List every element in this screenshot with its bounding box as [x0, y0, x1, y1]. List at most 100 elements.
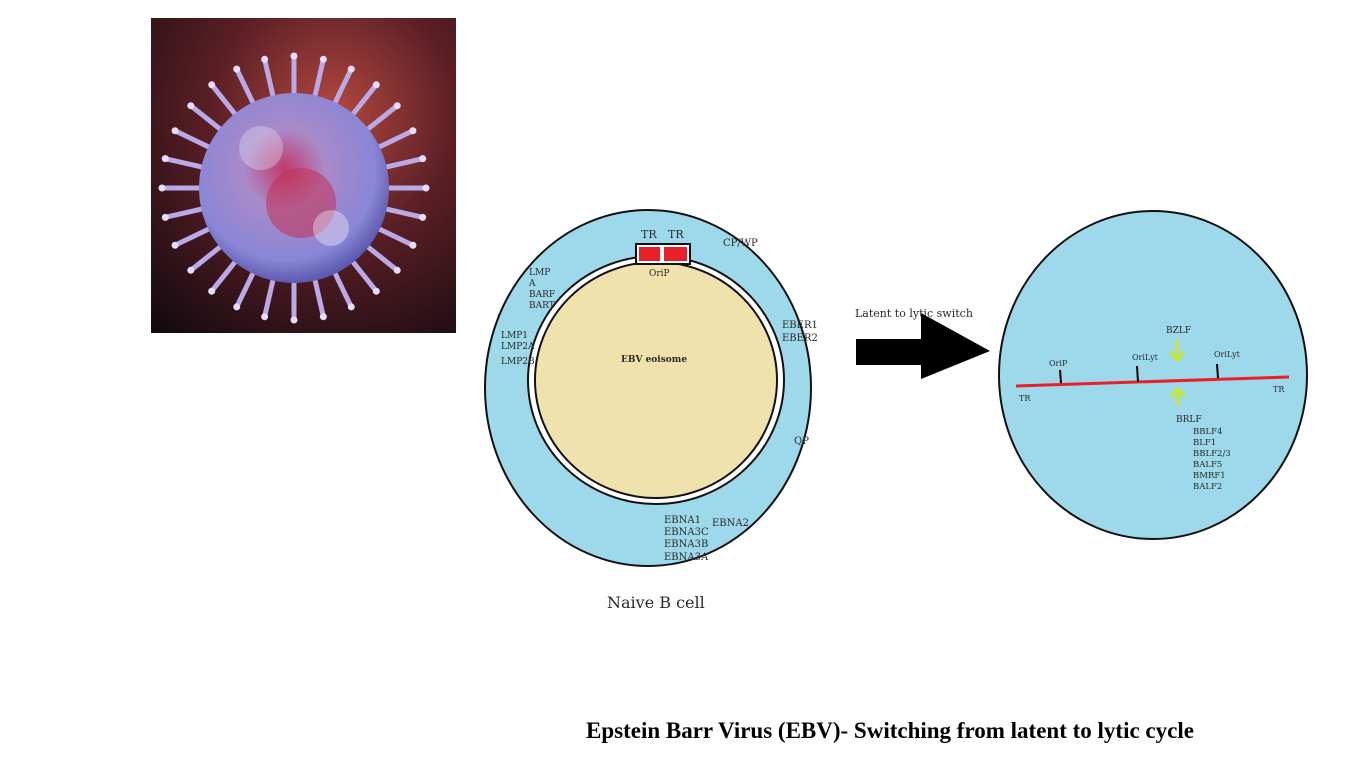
virus-spike-tip [419, 213, 427, 221]
ebna-line: EBNA3B [664, 539, 708, 550]
virus-spike-tip [187, 102, 195, 110]
virus-spike-tip [347, 65, 355, 73]
virus-spike [346, 254, 379, 294]
switch-arrow-icon [856, 313, 990, 379]
lmp-a-line: LMP [529, 268, 550, 278]
latent-episome [534, 261, 778, 499]
virus-spike-tip [187, 266, 195, 274]
tr-box-left [639, 247, 660, 261]
qp-label: QP [794, 436, 809, 447]
lytic-cell: OriP OriLyt OriLyt BZLF BRLF TR TR BBLF4… [998, 210, 1308, 540]
lmp-a-line: A [528, 279, 536, 289]
virus-spike [370, 223, 416, 248]
virus-spike [188, 240, 228, 273]
virus-spike-tip [319, 55, 327, 63]
virus-spike [311, 56, 326, 105]
virus-spike-tip [261, 55, 269, 63]
figure-caption: Epstein Barr Virus (EBV)- Switching from… [586, 718, 1194, 743]
virus-spike [234, 264, 259, 310]
virus-spike [162, 156, 211, 171]
virus-spike-tip [161, 155, 169, 163]
lmp-a-line: BARF [529, 290, 555, 300]
lytic-gene: BALF5 [1193, 460, 1222, 470]
virus-spike-tip [290, 316, 298, 324]
virus-spike-tip [409, 241, 417, 249]
orilyt-label-1: OriLyt [1132, 353, 1159, 362]
tr-left-label: TR [641, 228, 657, 241]
brlf-up-arrow-icon [1169, 386, 1187, 406]
latent-cell: TR TR OriP CP/WP EBV eoisome LMP A BARF … [484, 209, 818, 612]
bzlf-down-arrow-icon [1168, 340, 1186, 363]
linear-genome-line [1015, 375, 1290, 388]
lmp-line: LMP2A [501, 342, 535, 352]
virus-photo [151, 18, 456, 333]
lmp-a-group: LMP A BARF BART [528, 268, 555, 311]
virus-spike [311, 271, 326, 320]
virus-spike-tip [261, 313, 269, 321]
tr-box-right [664, 247, 687, 261]
eber-group: EBER1 EBER2 [782, 320, 818, 344]
virus-spike-tip [319, 313, 327, 321]
lytic-cell-body [998, 210, 1308, 540]
virus-spike [209, 254, 242, 294]
lmp-group: LMP1 LMP2A LMP2B [501, 331, 535, 367]
virus-spike [377, 156, 426, 171]
virus-spike-tip [208, 81, 216, 89]
virus-spike-tip [208, 287, 216, 295]
virus-spike-tip [372, 81, 380, 89]
episome-label: EBV eoisome [621, 355, 687, 365]
switch-arrow-group: Latent to lytic switch [855, 307, 990, 379]
virus-spike-tip [409, 127, 417, 135]
virus-spike-tip [419, 155, 427, 163]
ebna-line: EBNA3C [664, 527, 709, 538]
virus-spike-tip [372, 287, 380, 295]
virus-spike-tip [290, 52, 298, 60]
virus-spike-tip [233, 303, 241, 311]
orip-label: OriP [649, 269, 670, 279]
lytic-tr-right: TR [1273, 385, 1285, 394]
lytic-gene: BMRF1 [1193, 471, 1226, 481]
switch-label: Latent to lytic switch [855, 307, 973, 320]
virus-spike [377, 205, 426, 220]
virus-spike-tip [158, 184, 166, 192]
virus-spike [329, 264, 354, 310]
lytic-gene-list: BBLF4 BLF1 BBLF2/3 BALF5 BMRF1 BALF2 [1193, 427, 1231, 492]
orilyt-tick-2 [1216, 363, 1219, 379]
eber-line: EBER2 [782, 333, 818, 344]
virus-spike [234, 66, 259, 112]
orip-tick [1059, 369, 1062, 384]
lytic-gene: BALF2 [1193, 482, 1222, 492]
tr-right-label: TR [668, 228, 684, 241]
lytic-gene: BBLF2/3 [1193, 449, 1231, 459]
eber-line: EBER1 [782, 320, 818, 331]
bzlf-label: BZLF [1166, 326, 1191, 336]
ebna2-label: EBNA2 [712, 518, 749, 529]
virus-spike [329, 66, 354, 112]
lmp-line: LMP1 [501, 331, 528, 341]
virus-spike [360, 103, 400, 136]
virus-spike-tip [161, 213, 169, 221]
virus-spike [188, 103, 228, 136]
virus-spike-tip [233, 65, 241, 73]
virus-spike-tip [171, 241, 179, 249]
virus-spike-tip [393, 266, 401, 274]
virus-spike [162, 205, 211, 220]
virus-spike [370, 128, 416, 153]
virus-spike-tip [171, 127, 179, 135]
virus-spike [360, 240, 400, 273]
lytic-orip-label: OriP [1049, 359, 1068, 368]
virus-spike [262, 56, 277, 105]
lytic-gene: BLF1 [1193, 438, 1216, 448]
virus-spike [209, 82, 242, 122]
virus-spike-tip [393, 102, 401, 110]
lmp-a-line: BART [529, 301, 555, 311]
orilyt-tick-1 [1136, 365, 1139, 383]
virus-spike [262, 271, 277, 320]
latent-cell-title: Naive B cell [607, 593, 705, 612]
brlf-label: BRLF [1176, 415, 1202, 425]
lytic-tr-left: TR [1019, 394, 1031, 403]
virus-spike-tip [347, 303, 355, 311]
lmp-line: LMP2B [501, 357, 535, 367]
ebna-group: EBNA1 EBNA3C EBNA3B EBNA3A [664, 515, 709, 563]
ebna-line: EBNA1 [664, 515, 701, 526]
